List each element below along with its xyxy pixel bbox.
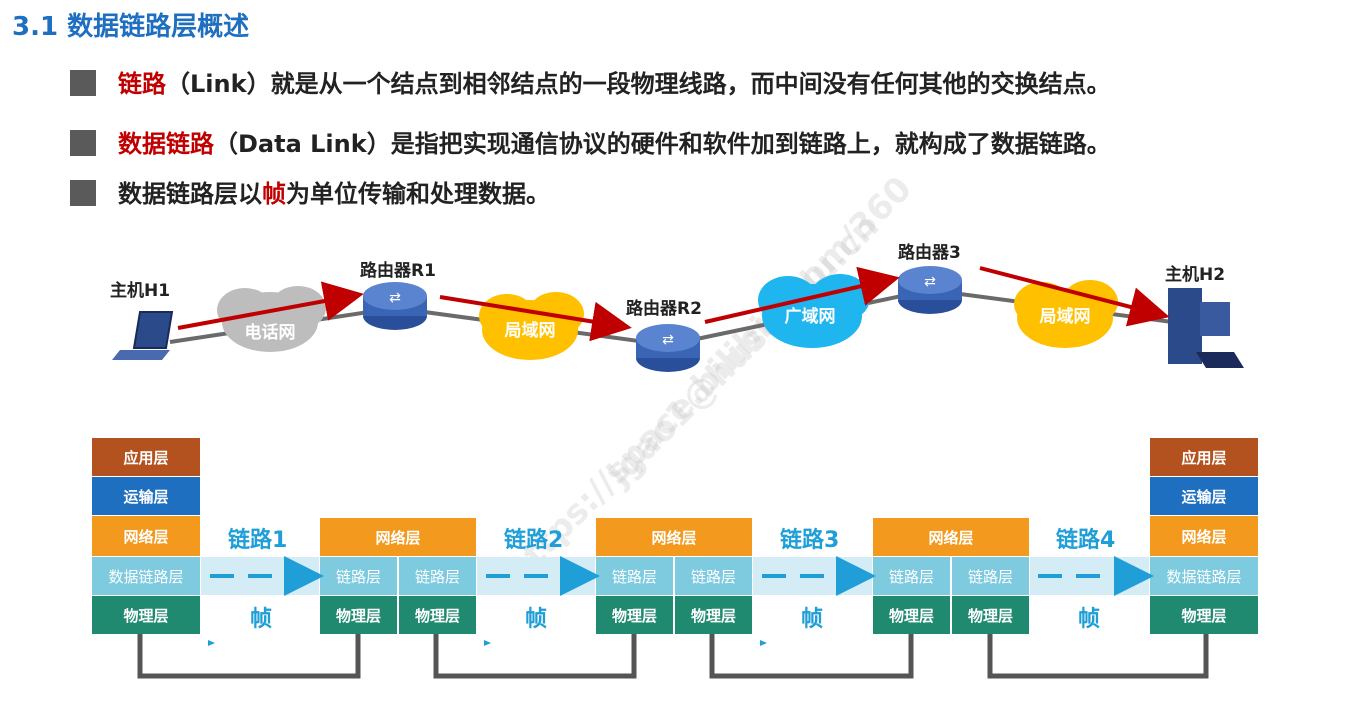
h2-network-layer: 网络层 [1150,516,1258,556]
link-label-4: 链路4 [1056,528,1116,553]
laptop-icon [112,311,174,360]
svg-text:⇄: ⇄ [389,290,401,306]
bullet-square-icon [70,70,96,96]
host1-label: 主机H1 [110,280,170,301]
r3-datalink-layer-left: 链路层 [873,557,950,595]
cloud-wan: 广域网 [758,274,870,348]
r2-physical-layer-right: 物理层 [675,596,752,634]
route-arrow-1 [177,281,364,330]
h2-transport-layer: 运输层 [1150,477,1258,515]
r1-network-layer: 网络层 [320,518,476,556]
router1-label: 路由器R1 [360,260,436,281]
link-label-3: 链路3 [780,528,840,553]
r3-physical-layer-left: 物理层 [873,596,950,634]
r1-physical-layer-right: 物理层 [399,596,476,634]
route-arrow-2 [439,295,632,342]
bullet-prefix: 数据链路层以 [118,180,262,208]
cloud-phone-label: 电话网 [245,322,296,343]
route-arrow-4 [979,266,1170,327]
bullet-highlight: 帧 [262,180,286,208]
h1-network-layer: 网络层 [92,516,200,556]
bullet-highlight: 数据链路 [118,130,214,158]
h1-physical-layer: 物理层 [92,596,200,634]
frame-label-2: 帧 [525,607,548,632]
frame-label-4: 帧 [1078,607,1101,632]
router-icon: ⇄ [363,282,427,330]
link-label-2: 链路2 [504,528,564,553]
physical-wire-1 [137,634,361,679]
bullet-text: （Data Link）是指把实现通信协议的硬件和软件加到链路上，就构成了数据链路… [214,130,1111,158]
bullet-datalink-definition: 数据链路（Data Link）是指把实现通信协议的硬件和软件加到链路上，就构成了… [70,124,1111,159]
bullet-square-icon [70,180,96,206]
cloud-lan1-label: 局域网 [505,320,556,341]
r1-datalink-layer-left: 链路层 [320,557,397,595]
route-arrow-3 [704,266,900,324]
r1-datalink-layer-right: 链路层 [399,557,476,595]
bullet-highlight: 链路 [118,70,166,98]
host2-label: 主机H2 [1165,264,1225,285]
router3-label: 路由器3 [898,242,961,263]
svg-text:⇄: ⇄ [662,332,674,348]
r2-datalink-layer-left: 链路层 [596,557,673,595]
h1-transport-layer: 运输层 [92,477,200,515]
physical-wire-3 [709,634,914,679]
physical-wire-4 [987,634,1209,679]
desktop-computer-icon [1168,288,1244,368]
bullet-square-icon [70,130,96,156]
r3-physical-layer-right: 物理层 [952,596,1029,634]
h1-datalink-layer: 数据链路层 [92,557,200,595]
router-icon: ⇄ [898,266,962,314]
page-title: 3.1 数据链路层概述 [12,12,250,42]
frame-label-3: 帧 [801,607,824,632]
bullet-text: 为单位传输和处理数据。 [286,180,550,208]
router-icon: ⇄ [636,324,700,372]
cloud-lan2-label: 局域网 [1040,306,1091,327]
physical-wire-2 [433,634,637,679]
h1-application-layer: 应用层 [92,438,200,476]
h2-application-layer: 应用层 [1150,438,1258,476]
network-topology: 电话网 局域网 广域网 局域网 主机H1 ⇄ 路由器R1 ⇄ 路由器R2 [110,242,1244,372]
link-label-1: 链路1 [228,528,288,553]
bullet-frame-unit: 数据链路层以帧为单位传输和处理数据。 [70,174,550,209]
svg-text:⇄: ⇄ [924,274,936,290]
r2-physical-layer-left: 物理层 [596,596,673,634]
bullet-link-definition: 链路（Link）就是从一个结点到相邻结点的一段物理线路，而中间没有任何其他的交换… [70,64,1111,99]
bullet-text: （Link）就是从一个结点到相邻结点的一段物理线路，而中间没有任何其他的交换结点… [166,70,1111,98]
frame-label-1: 帧 [250,607,273,632]
r2-datalink-layer-right: 链路层 [675,557,752,595]
r3-datalink-layer-right: 链路层 [952,557,1029,595]
cloud-lan-2: 局域网 [1014,280,1118,348]
h2-datalink-layer: 数据链路层 [1150,557,1258,595]
r3-network-layer: 网络层 [873,518,1029,556]
h2-physical-layer: 物理层 [1150,596,1258,634]
r1-physical-layer-left: 物理层 [320,596,397,634]
router2-label: 路由器R2 [626,298,702,319]
r2-network-layer: 网络层 [596,518,752,556]
cloud-wan-label: 广域网 [785,306,836,327]
